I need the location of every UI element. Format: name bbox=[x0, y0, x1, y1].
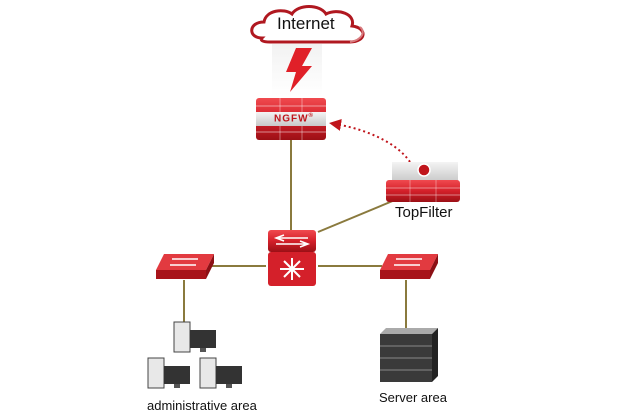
ngfw-label: NGFW® bbox=[274, 113, 314, 124]
topfilter-label: TopFilter bbox=[395, 204, 453, 221]
link-topfilter-core bbox=[317, 199, 396, 233]
left-switch-icon bbox=[156, 254, 214, 279]
link-topfilter-ngfw-dotted bbox=[329, 119, 411, 163]
internet-cloud-icon bbox=[250, 5, 365, 44]
workstation-icon bbox=[199, 357, 242, 389]
ngfw-label-text: NGFW bbox=[274, 113, 309, 125]
ngfw-firewall-icon bbox=[256, 98, 326, 140]
lightning-icon bbox=[272, 44, 322, 96]
workstation-icon bbox=[147, 357, 190, 389]
workstation-icon bbox=[173, 321, 216, 353]
internet-label: Internet bbox=[277, 14, 335, 33]
server-rack-icon bbox=[380, 328, 438, 382]
admin-area-label: administrative area bbox=[147, 398, 257, 413]
right-switch-icon bbox=[380, 254, 438, 279]
server-area-label: Server area bbox=[379, 390, 447, 405]
topfilter-appliance-icon bbox=[386, 162, 460, 202]
links bbox=[183, 140, 407, 330]
registered-mark: ® bbox=[308, 113, 314, 119]
core-switch-icon bbox=[268, 230, 316, 286]
